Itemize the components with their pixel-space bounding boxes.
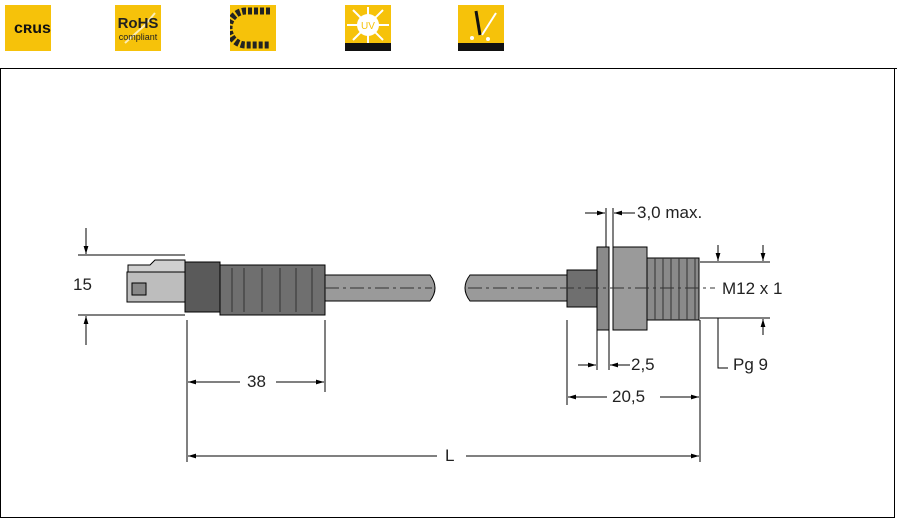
dimension-flange bbox=[585, 208, 635, 247]
label-thread: M12 x 1 bbox=[722, 279, 783, 298]
uv-label: UV bbox=[361, 21, 375, 32]
dimension-thread bbox=[700, 245, 770, 369]
dimension-thread-length bbox=[566, 320, 699, 405]
rohs-compliant-icon: RoHS compliant bbox=[115, 5, 161, 51]
cul-label: cʀus bbox=[14, 20, 51, 37]
uv-resistant-icon: UV bbox=[345, 5, 391, 51]
top-border bbox=[0, 68, 897, 69]
dimension-nut bbox=[578, 330, 630, 370]
dimension-total-length bbox=[188, 320, 701, 462]
label-height: 15 bbox=[73, 275, 92, 294]
dimension-height bbox=[78, 228, 185, 345]
cul-certification-icon: cʀus bbox=[5, 5, 51, 51]
label-pg: Pg 9 bbox=[733, 355, 768, 374]
drag-chain-icon bbox=[230, 5, 276, 51]
label-plug-length: 38 bbox=[247, 372, 266, 391]
drawing-frame bbox=[0, 68, 895, 518]
rohs-subtitle: compliant bbox=[118, 32, 158, 42]
cable-right bbox=[464, 274, 568, 302]
label-flange: 3,0 max. bbox=[637, 203, 703, 222]
label-thread-length: 20,5 bbox=[612, 387, 646, 406]
label-total-length: L bbox=[445, 446, 455, 465]
rj45-plug bbox=[126, 259, 326, 316]
dimension-plug-length bbox=[186, 320, 326, 462]
m12-flange-connector bbox=[560, 246, 715, 331]
label-nut: 2,5 bbox=[631, 355, 655, 374]
welding-spatter-icon bbox=[458, 5, 504, 51]
rohs-title: RoHS bbox=[117, 15, 159, 32]
cable-left bbox=[324, 274, 436, 302]
